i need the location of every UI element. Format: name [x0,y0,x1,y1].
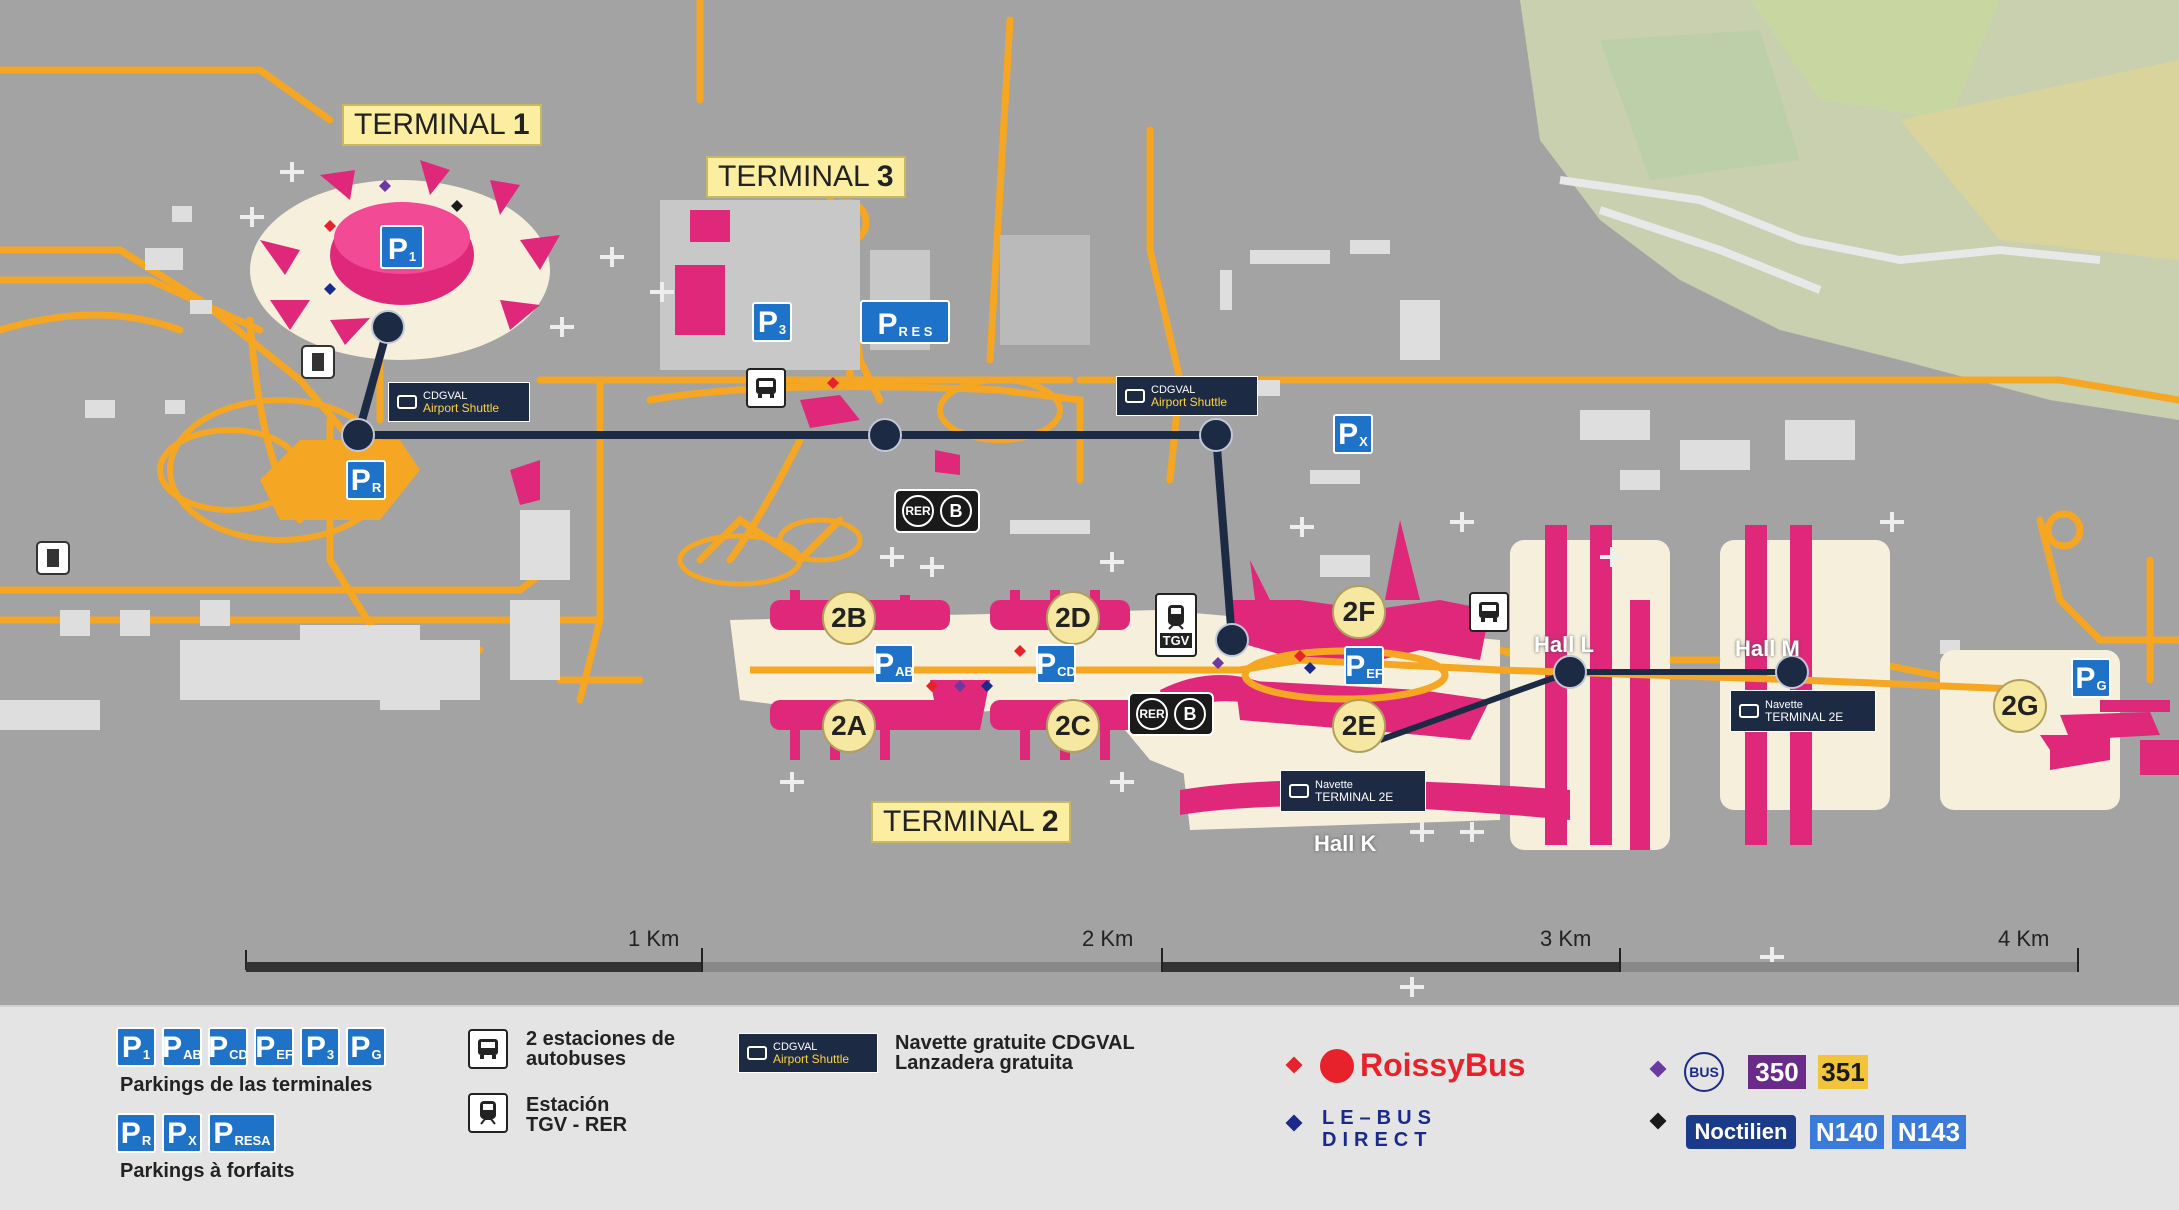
bus-350-badge: 350 [1748,1055,1806,1089]
terminal-3-building [510,210,960,505]
cdgval-station-t2 [1215,623,1249,657]
noctilien-logo: Noctilien [1686,1115,1796,1149]
hall-2d[interactable]: 2D [1046,591,1100,645]
terminal-1-label: TERMINAL 1 [342,104,542,146]
legend-bus-stations-line1: 2 estaciones de [526,1028,675,1050]
hall-2f[interactable]: 2F [1332,585,1386,639]
hall-2g[interactable]: 2G [1993,679,2047,733]
legend-tgv-line1: Estación [526,1094,610,1116]
scale-1km: 1 Km [628,926,680,951]
hall-2c[interactable]: 2C [1046,699,1100,753]
bus-station-icon[interactable] [1469,592,1509,632]
hall-m-label: Hall M [1735,636,1800,661]
cdgval-station-t1 [371,310,405,344]
hall-2e[interactable]: 2E [1332,699,1386,753]
hall-k-label: Hall K [1314,831,1377,856]
legend-train-icon [468,1093,508,1133]
lebus-diamond-icon [1285,1114,1303,1132]
cdgval-station-t3 [868,418,902,452]
terminal-1-building [260,160,560,345]
scale-2km: 2 Km [1082,926,1134,951]
cdgval-station-px [1199,418,1233,452]
roissybus-diamond-icon [1285,1056,1303,1074]
legend-tgv-line2: TGV - RER [526,1114,628,1136]
map-canvas [0,0,2179,997]
shuttle-icon [1739,704,1759,718]
scale-bar [245,948,2079,972]
shuttle-icon [1289,784,1309,798]
noctilien-n143-badge: N143 [1892,1115,1966,1149]
roissybus-logo-icon [1320,1049,1354,1083]
legend-bus-stations-line2: autobuses [526,1048,627,1070]
tgv-station-icon[interactable]: TGV [1155,593,1197,657]
hall-2b[interactable]: 2B [822,591,876,645]
legend-package-parkings-label: Parkings à forfaits [120,1160,295,1182]
terminal-2-label: TERMINAL 2 [871,801,1071,843]
legend-bus-icon [468,1029,508,1069]
cdgval-line [354,325,1236,641]
roissybus-label: RoissyBus [1360,1047,1526,1083]
lebus-line1: LE–BUS [1322,1107,1437,1129]
cdgval-station-pr [341,418,375,452]
bus-station-icon[interactable] [746,368,786,408]
noctilien-diamond-icon [1649,1112,1667,1130]
hall-2a[interactable]: 2A [822,699,876,753]
legend-terminal-parkings-label: Parkings de las terminales [120,1074,373,1096]
legend-cdgval-line2: Lanzadera gratuita [895,1052,1073,1074]
scale-3km: 3 Km [1540,926,1592,951]
shuttle-icon [1125,389,1145,403]
navette-station-hall-m [1775,655,1809,689]
shuttle-icon [397,395,417,409]
noctilien-n140-badge: N140 [1810,1115,1884,1149]
shuttle-icon [747,1046,767,1060]
bus-logo-icon: BUS [1684,1052,1724,1092]
airport-map: TERMINAL 1 TERMINAL 3 TERMINAL 2 2B 2D 2… [0,0,2179,997]
scale-4km: 4 Km [1998,926,2050,951]
lebus-line2: DIRECT [1322,1129,1433,1151]
bus-diamond-icon [1649,1060,1667,1078]
bus-351-badge: 351 [1818,1055,1868,1089]
hall-l-label: Hall L [1534,632,1594,657]
legend-cdgval-line1: Navette gratuite CDGVAL [895,1032,1135,1054]
terminal-3-label: TERMINAL 3 [706,156,906,198]
navette-station-hall-l [1553,655,1587,689]
